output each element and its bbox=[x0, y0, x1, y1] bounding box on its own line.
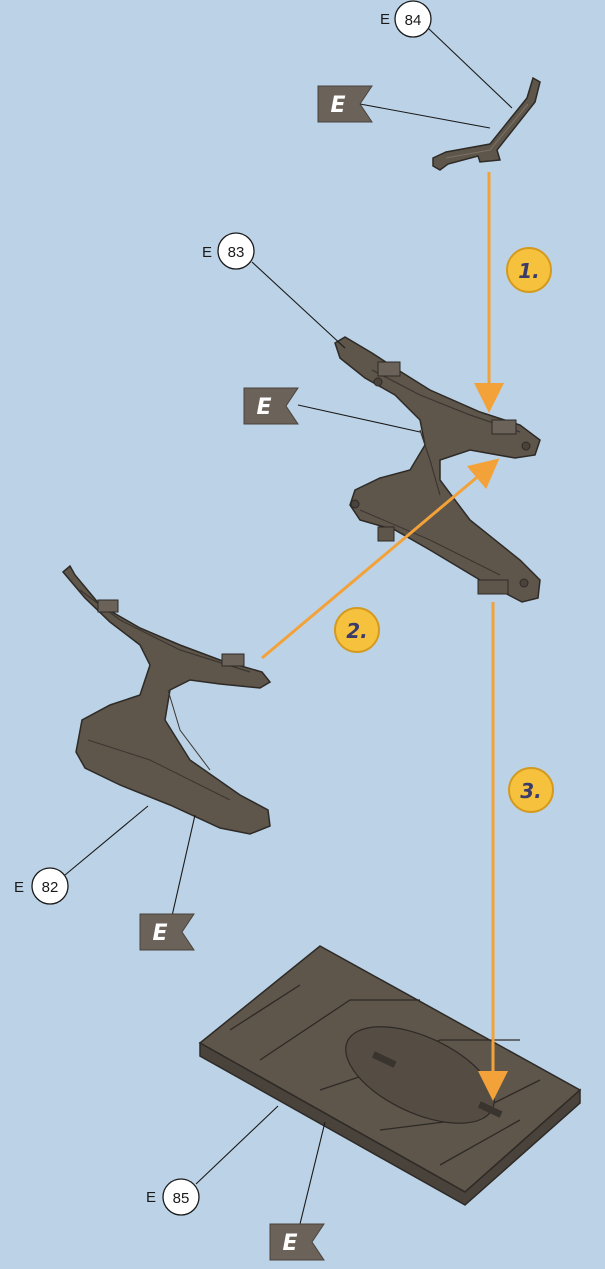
step-badge-3: 3. bbox=[509, 768, 553, 812]
callout-83: E 83 bbox=[202, 233, 254, 269]
part-85-base bbox=[200, 946, 580, 1205]
callout-82: E 82 bbox=[14, 868, 68, 904]
sprue-flag-1: E bbox=[318, 86, 372, 122]
callout-82-sprue: E bbox=[14, 879, 24, 896]
step-badge-2: 2. bbox=[335, 608, 379, 652]
sprue-flag-2: E bbox=[244, 388, 298, 424]
callout-83-number: 83 bbox=[228, 244, 245, 261]
step-label-3: 3. bbox=[520, 779, 542, 803]
part-83-stand bbox=[335, 337, 540, 602]
sprue-flag-2-letter: E bbox=[256, 395, 271, 420]
part-82-stand bbox=[63, 566, 270, 834]
sprue-flag-3-letter: E bbox=[152, 921, 167, 946]
callout-84-sprue: E bbox=[380, 11, 390, 28]
sprue-flag-4: E bbox=[270, 1224, 324, 1260]
step-badge-1: 1. bbox=[507, 248, 551, 292]
sprue-flag-4-letter: E bbox=[282, 1231, 297, 1256]
part-84-bracket bbox=[433, 78, 540, 170]
sprue-flag-1-letter: E bbox=[330, 93, 345, 118]
callout-84-number: 84 bbox=[405, 12, 422, 29]
callout-84: E 84 bbox=[380, 1, 431, 37]
callout-83-sprue: E bbox=[202, 244, 212, 261]
sprue-flag-3: E bbox=[140, 914, 194, 950]
step-label-1: 1. bbox=[518, 259, 540, 283]
step-label-2: 2. bbox=[346, 619, 368, 643]
callout-82-number: 82 bbox=[42, 879, 59, 896]
callout-85-number: 85 bbox=[173, 1190, 190, 1207]
callout-85: E 85 bbox=[146, 1179, 199, 1215]
callout-85-sprue: E bbox=[146, 1189, 156, 1206]
